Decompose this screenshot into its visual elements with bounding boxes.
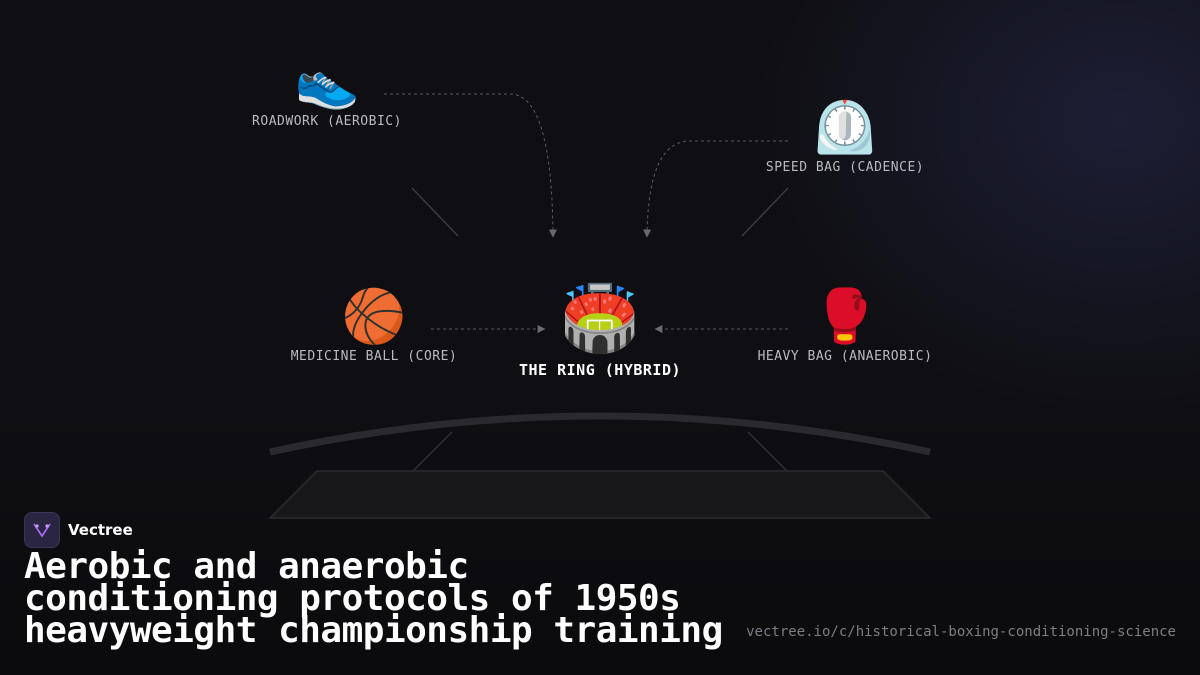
node-ring: 🏟️ THE RING (HYBRID) [519, 283, 681, 379]
node-medicine-ball-label: MEDICINE BALL (CORE) [290, 349, 458, 364]
node-speed-bag: ⏲️ SPEED BAG (CADENCE) [766, 98, 924, 175]
ball-icon: 🏀 [341, 287, 407, 347]
node-speed-bag-label: SPEED BAG (CADENCE) [765, 160, 925, 175]
ring-rope [269, 412, 931, 456]
boxing-glove-icon: 🥊 [812, 287, 878, 347]
title-line-1: Aerobic and anaerobic [24, 546, 469, 587]
ring-guide-line-right-top [741, 187, 789, 237]
node-ring-label: THE RING (HYBRID) [518, 361, 682, 379]
vectree-logo-icon [24, 512, 60, 548]
node-medicine-ball: 🏀 MEDICINE BALL (CORE) [291, 287, 458, 364]
brand: Vectree [24, 512, 133, 548]
source-url[interactable]: vectree.io/c/historical-boxing-condition… [746, 624, 1176, 640]
title-line-3: heavyweight championship training [24, 610, 723, 651]
page-title: Aerobic and anaerobic conditioning proto… [24, 549, 784, 649]
node-roadwork-label: ROADWORK (AEROBIC) [252, 114, 402, 129]
ring-guide-line-right-bottom [747, 431, 789, 473]
node-roadwork: 👟 ROADWORK (AEROBIC) [252, 52, 402, 129]
ring-guide-line-left-bottom [411, 431, 453, 473]
stadium-icon: 🏟️ [560, 282, 640, 356]
stopwatch-icon: ⏲️ [812, 98, 878, 158]
node-heavy-bag: 🥊 HEAVY BAG (ANAEROBIC) [758, 287, 933, 364]
brand-name: Vectree [68, 521, 133, 539]
node-heavy-bag-label: HEAVY BAG (ANAEROBIC) [757, 349, 933, 364]
connector-roadwork-to-ring [384, 93, 557, 238]
ring-guide-line-left-top [411, 187, 459, 237]
running-shoe-icon: 👟 [294, 52, 360, 112]
ring-platform [268, 470, 932, 519]
title-line-2: conditioning protocols of 1950s [24, 578, 681, 619]
